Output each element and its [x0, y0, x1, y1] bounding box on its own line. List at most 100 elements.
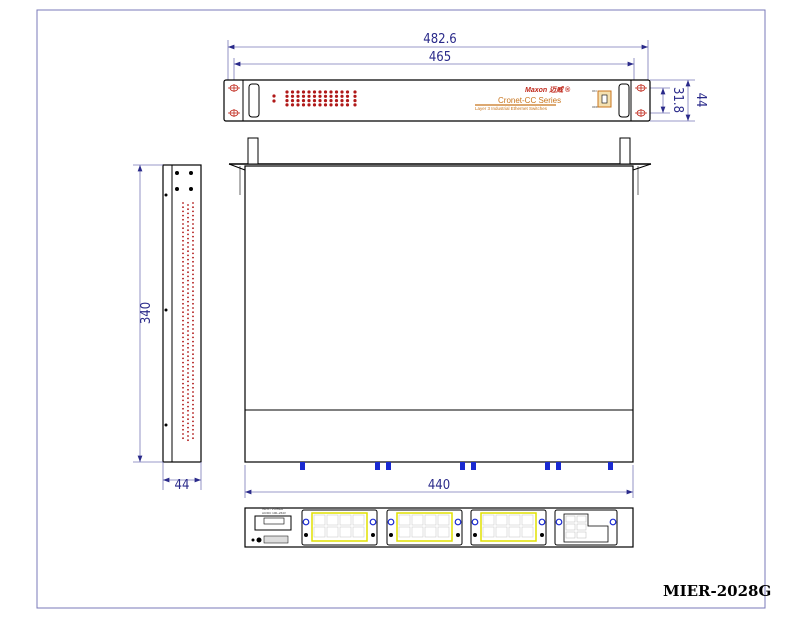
vent-hole: [192, 428, 194, 431]
sfp-port[interactable]: [576, 531, 587, 539]
led-indicator: [340, 94, 344, 98]
led-indicator: [329, 90, 333, 94]
screw-icon: [302, 518, 310, 526]
vent-hole: [192, 344, 194, 347]
led-indicator: [323, 90, 328, 94]
front-panel: [223, 79, 651, 122]
left-handle: [248, 83, 260, 118]
led-indicator: [318, 90, 322, 94]
rj45-port[interactable]: [508, 514, 521, 526]
vent-hole: [182, 378, 184, 381]
rj45-port[interactable]: [482, 514, 495, 526]
vent-hole: [182, 386, 184, 389]
led-indicator: [290, 103, 295, 107]
led-indicator: [285, 90, 289, 94]
sys-led: [272, 99, 276, 103]
vent-hole: [192, 395, 194, 398]
vent-hole: [182, 319, 184, 322]
led-indicator: [334, 99, 339, 103]
rj45-port[interactable]: [495, 526, 508, 538]
mount-hole: [389, 533, 393, 537]
vent-hole: [187, 372, 189, 374]
power-rating: AC/DC 100~264V: [262, 511, 286, 515]
vent-hole: [192, 424, 194, 427]
led-indicator: [353, 94, 357, 98]
rj45-port[interactable]: [313, 514, 326, 526]
rj45-port[interactable]: [521, 514, 534, 526]
rj45-port[interactable]: [508, 526, 521, 538]
vent-hole: [187, 220, 189, 223]
vent-hole: [182, 328, 184, 330]
vent-hole: [187, 435, 189, 437]
sfp-port[interactable]: [576, 523, 587, 531]
vent-hole: [192, 391, 194, 393]
chassis-side: [162, 164, 202, 463]
vent-hole: [192, 311, 194, 314]
rj45-port[interactable]: [352, 526, 365, 538]
dim-side-height: 44: [175, 478, 190, 493]
vent-hole: [182, 244, 184, 246]
power-label: INPUT POWER: [262, 507, 284, 511]
sfp-port[interactable]: [565, 531, 576, 539]
rj45-port[interactable]: [326, 514, 339, 526]
rj45-port[interactable]: [495, 514, 508, 526]
rj45-port[interactable]: [398, 526, 411, 538]
vent-hole: [182, 370, 184, 372]
vent-hole: [182, 336, 184, 339]
vent-hole: [192, 340, 194, 343]
led-indicator: [307, 103, 311, 107]
vent-hole: [187, 388, 189, 391]
vent-hole: [192, 315, 194, 318]
vent-hole: [187, 208, 189, 211]
rj45-port[interactable]: [437, 514, 450, 526]
sfp-port[interactable]: [565, 515, 576, 523]
rj45-port[interactable]: [411, 514, 424, 526]
screw-icon: [369, 518, 377, 526]
sfp-port[interactable]: [565, 523, 576, 531]
vent-hole: [192, 269, 194, 272]
vent-hole: [182, 265, 184, 267]
led-array: [272, 90, 357, 107]
vent-hole: [187, 271, 189, 274]
rj45-port[interactable]: [352, 514, 365, 526]
vent-hole: [187, 351, 189, 353]
rj45-port[interactable]: [326, 526, 339, 538]
led-indicator: [290, 90, 295, 94]
rj45-port[interactable]: [339, 526, 352, 538]
rj45-port[interactable]: [424, 526, 437, 538]
vent-hole: [182, 315, 184, 318]
vent-hole: [192, 374, 194, 377]
vent-hole: [192, 378, 194, 381]
rj45-port[interactable]: [339, 514, 352, 526]
vent-hole: [182, 298, 184, 301]
dim-hole-spacing: 31.8: [670, 87, 685, 113]
vent-hole: [187, 313, 189, 316]
vent-hole: [182, 256, 184, 259]
vent-hole: [192, 365, 194, 368]
led-indicator: [307, 99, 311, 103]
vent-hole: [182, 420, 184, 423]
vent-hole: [182, 252, 184, 255]
mount-hole: [304, 533, 308, 537]
vent-hole: [192, 294, 194, 297]
vent-hole: [187, 338, 189, 341]
rj45-port[interactable]: [411, 526, 424, 538]
vent-hole: [192, 252, 194, 255]
rj45-port[interactable]: [424, 514, 437, 526]
rj45-port[interactable]: [482, 526, 495, 538]
rj45-port[interactable]: [398, 514, 411, 526]
rj45-port[interactable]: [521, 526, 534, 538]
rj45-port[interactable]: [437, 526, 450, 538]
led-indicator: [334, 90, 339, 94]
mount-hole: [371, 533, 375, 537]
vent-hole: [187, 229, 189, 232]
led-indicator: [312, 90, 317, 94]
vent-hole: [187, 363, 189, 366]
led-indicator: [340, 99, 344, 103]
sfp-port[interactable]: [576, 515, 587, 523]
vent-hole: [182, 344, 184, 347]
left-bracket: [247, 137, 259, 165]
series-subtitle: Layer 3 Industrial Ethernet Switches: [475, 106, 548, 111]
rj45-port[interactable]: [313, 526, 326, 538]
vent-hole: [182, 433, 184, 435]
